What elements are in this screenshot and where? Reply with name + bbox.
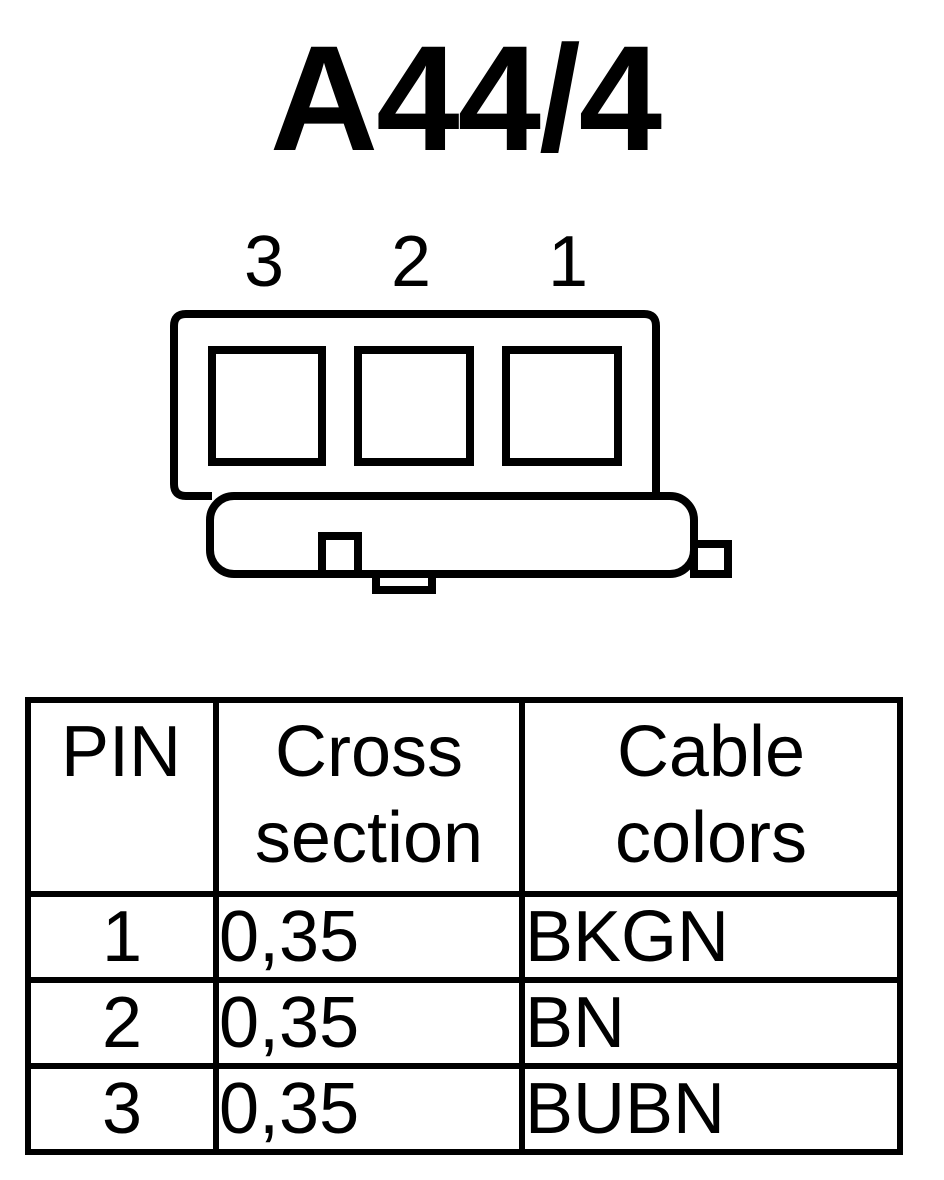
- pin-number-label: 1: [547, 222, 589, 302]
- pin-cavity-2: [354, 346, 474, 466]
- header-pin: PIN: [25, 697, 219, 897]
- connector-latch: [206, 492, 698, 578]
- header-color-line1: Cable: [616, 712, 806, 792]
- table-row: 1 0,35 BKGN: [25, 891, 903, 983]
- pin-cavity-3: [208, 346, 326, 466]
- pin-number-label: 2: [390, 222, 432, 302]
- connector-housing: [170, 310, 660, 500]
- header-color-line2: colors: [614, 798, 808, 878]
- cell-cross-section: 0,35: [213, 891, 525, 983]
- cell-cross-section: 0,35: [213, 1063, 525, 1155]
- pin-cavity-1: [502, 346, 622, 466]
- pin-table: PIN Cross section Cable colors 1 0,35 BK…: [25, 697, 903, 1155]
- pin-number-label: 3: [243, 222, 285, 302]
- header-cable-colors: Cable colors: [519, 697, 903, 897]
- side-tab: [690, 540, 732, 578]
- cell-cross-section: 0,35: [213, 977, 525, 1069]
- table-row: 3 0,35 BUBN: [25, 1063, 903, 1155]
- connector-title: A44/4: [269, 14, 662, 182]
- table-row: 2 0,35 BN: [25, 977, 903, 1069]
- table-header-row: PIN Cross section Cable colors: [25, 697, 903, 897]
- cell-pin: 1: [25, 891, 219, 983]
- connector-diagram: [170, 310, 732, 594]
- cell-pin: 2: [25, 977, 219, 1069]
- latch-tab: [318, 532, 362, 578]
- bottom-tab: [372, 570, 436, 594]
- cell-cable-color: BKGN: [519, 891, 903, 983]
- cell-cable-color: BUBN: [519, 1063, 903, 1155]
- header-cross-line1: Cross: [274, 712, 463, 792]
- cell-pin: 3: [25, 1063, 219, 1155]
- header-cross-section: Cross section: [213, 697, 525, 897]
- cell-cable-color: BN: [519, 977, 903, 1069]
- header-cross-line2: section: [254, 798, 484, 878]
